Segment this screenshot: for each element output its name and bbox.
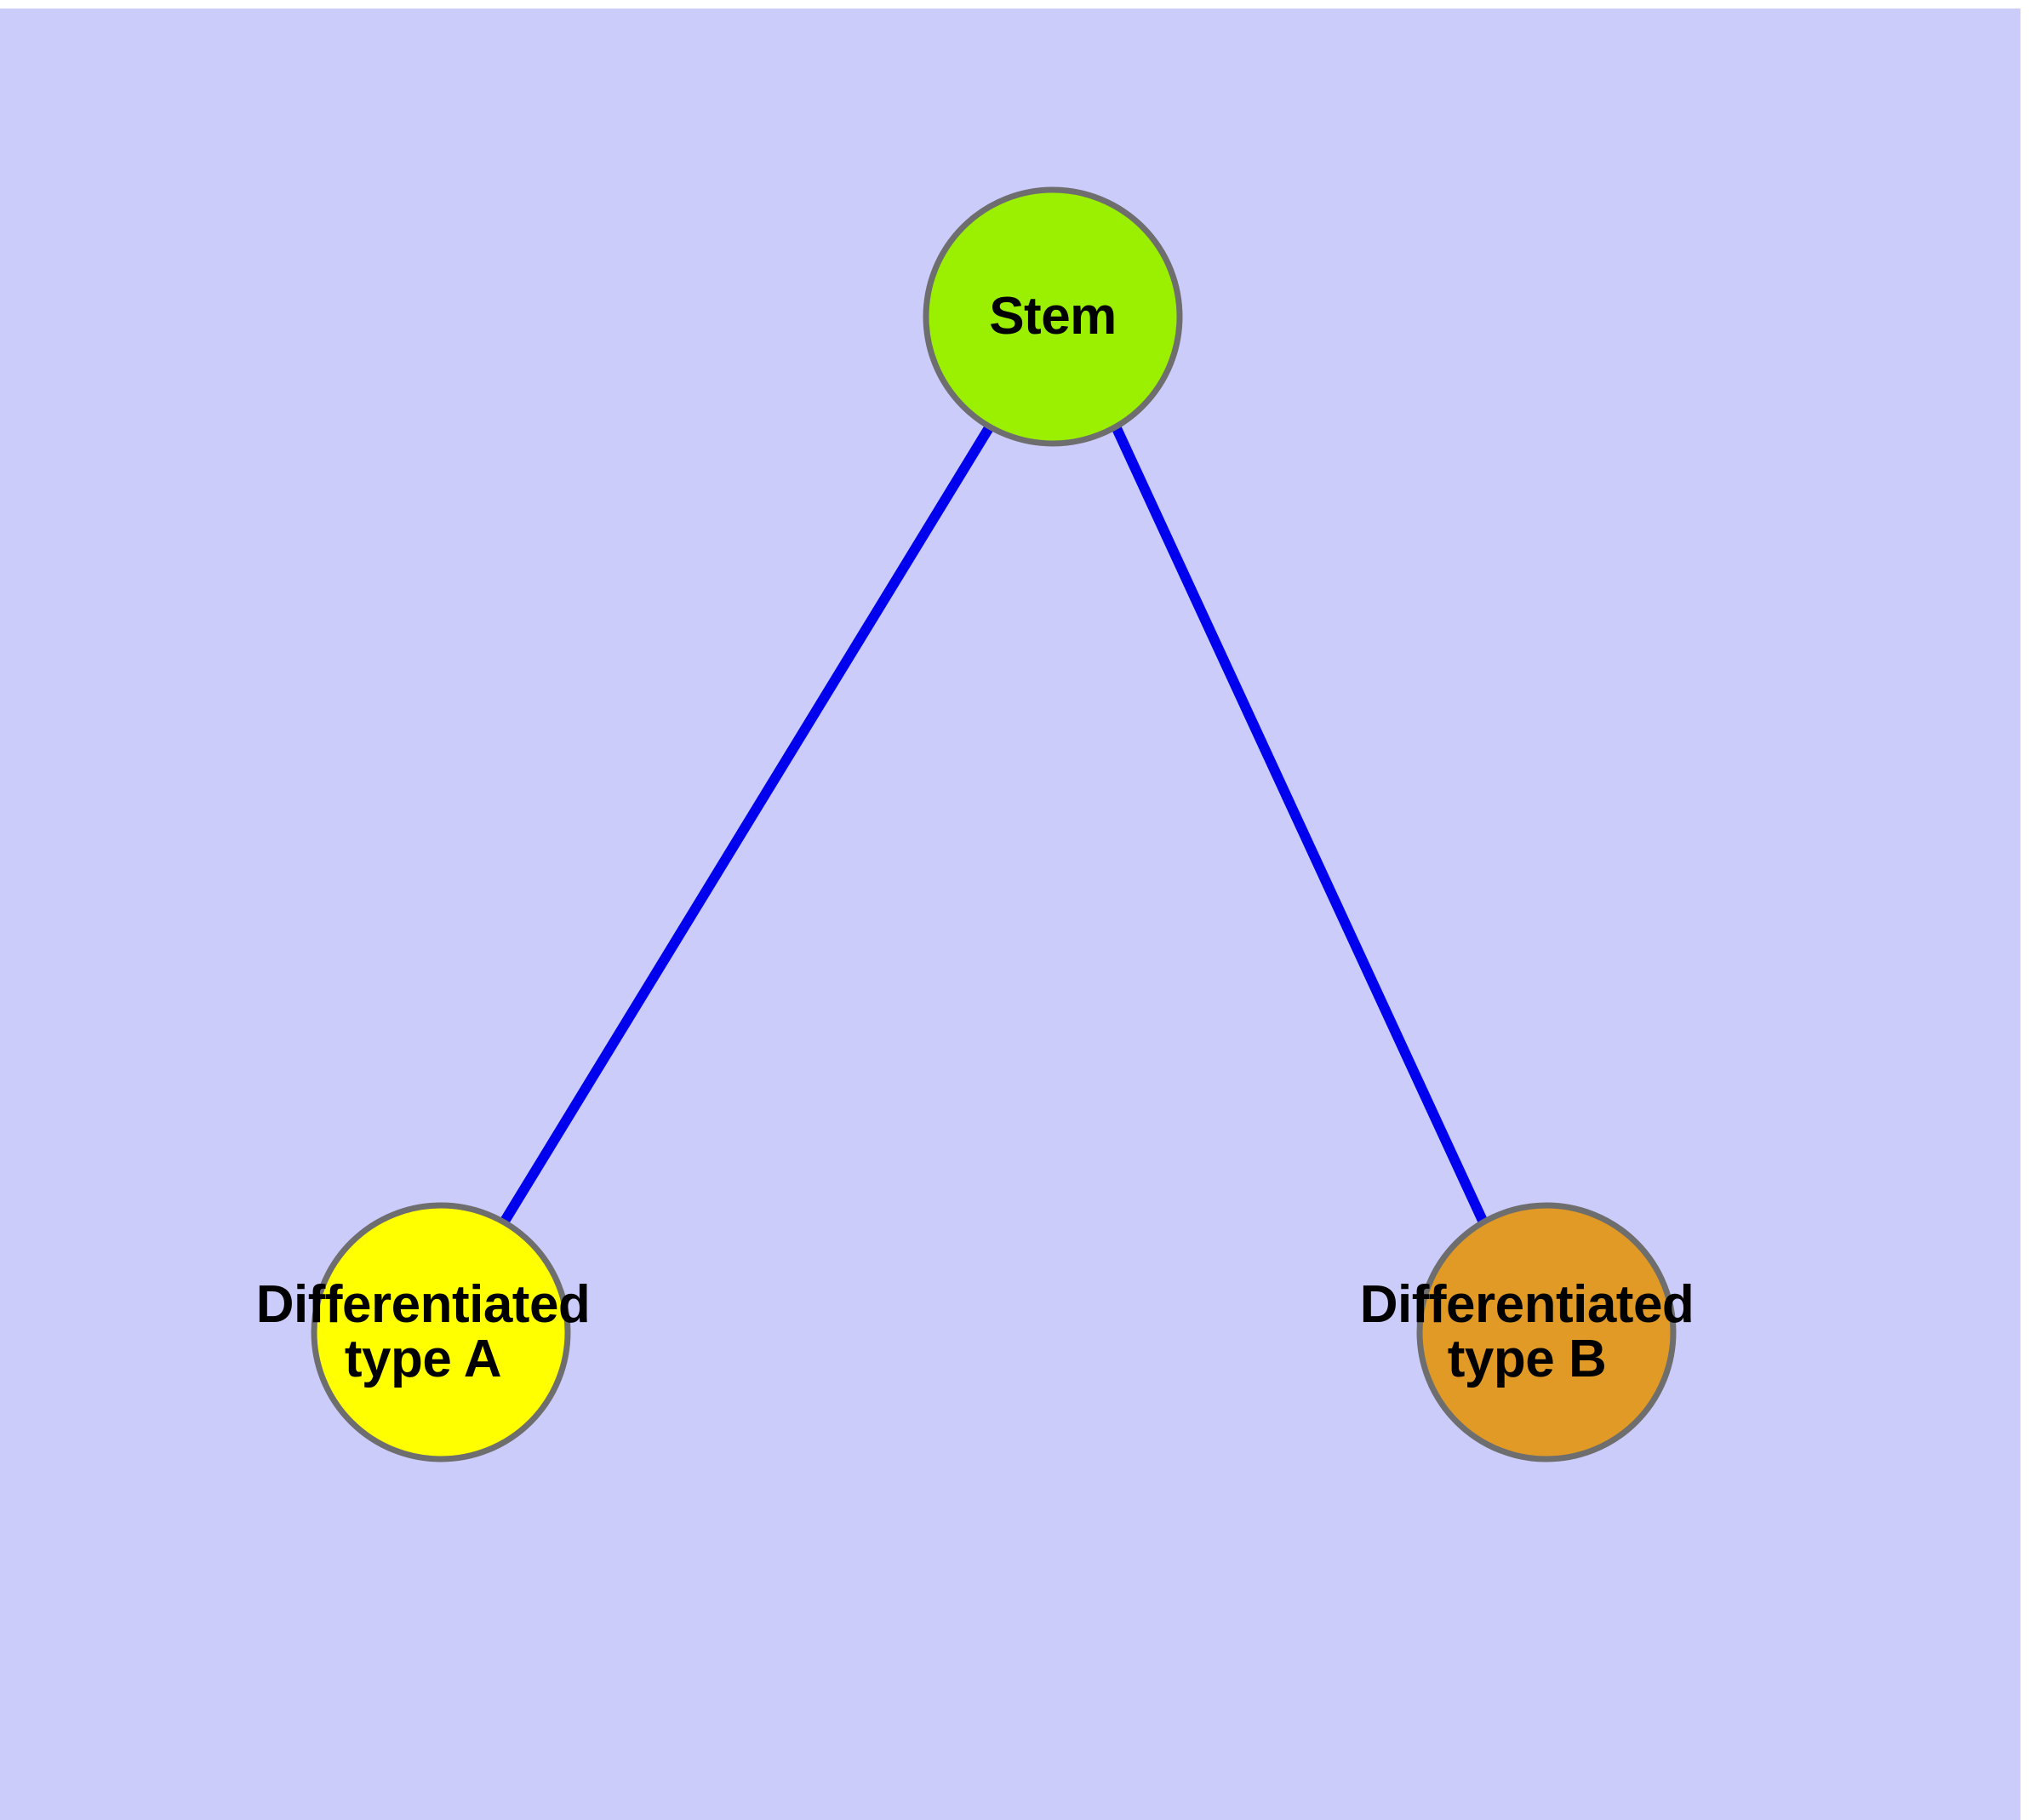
node-circle-differentiated-type-b[interactable] (1416, 1202, 1677, 1462)
node-circle-stem[interactable] (923, 186, 1183, 447)
node-circle-differentiated-type-a[interactable] (311, 1202, 571, 1462)
nodes-group (311, 186, 1677, 1462)
edges-group (499, 423, 1489, 1226)
edge-stem-to-diff-b (1111, 424, 1489, 1225)
edge-stem-to-diff-a (499, 423, 995, 1226)
